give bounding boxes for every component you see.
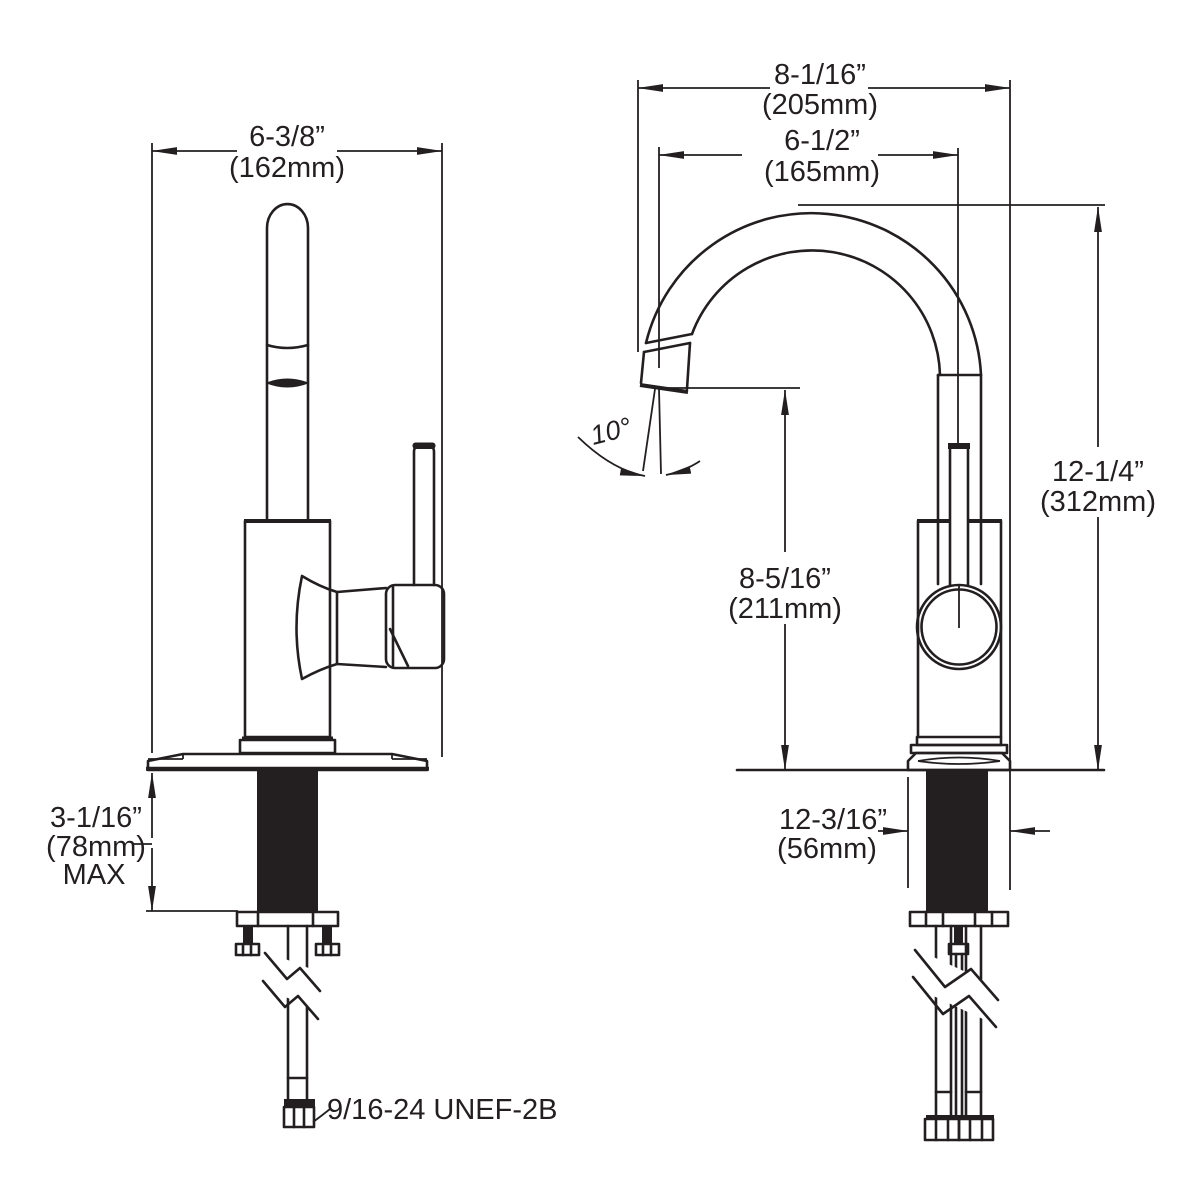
right-base	[735, 735, 1106, 772]
dim-height-mm: (312mm)	[1040, 486, 1156, 518]
left-handle	[295, 442, 446, 681]
dim-deck-mm: (78mm)	[46, 831, 146, 863]
gooseneck-spout	[639, 211, 983, 586]
right-body	[915, 519, 1003, 739]
handle-lever	[412, 442, 436, 587]
left-threaded-shank	[257, 771, 318, 911]
right-view-faucet	[639, 148, 1106, 1142]
dim-depth-mm: (205mm)	[762, 89, 878, 121]
dim-left-width-mm: (162mm)	[229, 152, 345, 184]
right-handle-stem	[948, 148, 970, 628]
dim-reach-mm: (165mm)	[764, 156, 880, 188]
handle-cone-joint	[295, 574, 339, 681]
dim-outlet-in: 8-5/16”	[739, 563, 831, 595]
dim-spout-angle: 10°	[577, 388, 701, 477]
right-supply-tubes	[911, 924, 1000, 1142]
dim-left-width: 6-3/8” (162mm)	[151, 121, 443, 757]
pipe-break-symbol	[263, 951, 322, 993]
dim-depth-in: 8-1/16”	[774, 59, 866, 91]
left-mounting-hardware	[234, 771, 341, 957]
right-threaded-shank	[926, 771, 988, 911]
handle-hub-outer	[915, 583, 1003, 671]
left-spout	[265, 202, 310, 523]
dim-outlet-mm: (211mm)	[728, 593, 842, 625]
dim-height-in: 12-1/4”	[1052, 456, 1144, 488]
dim-overall-depth: 8-1/16” (205mm)	[637, 59, 1011, 890]
dim-spout-reach: 6-1/2” (165mm)	[658, 125, 959, 368]
dim-base-mm: (56mm)	[777, 833, 877, 865]
spout-angle-label: 10°	[587, 412, 634, 451]
thread-label: 9/16-24 UNEF-2B	[327, 1094, 558, 1126]
dim-base-width: 12-3/16” (56mm)	[777, 777, 1050, 888]
dim-deck-max: MAX	[63, 859, 126, 891]
dim-reach-in: 6-1/2”	[784, 125, 860, 157]
left-base	[146, 736, 429, 772]
pipe-break-symbol	[913, 948, 1000, 1002]
dim-overall-height: 12-1/4” (312mm)	[798, 204, 1156, 771]
left-view-faucet	[146, 202, 446, 1129]
dim-base-in: 12-3/16”	[779, 804, 887, 836]
left-supply-tube	[261, 924, 324, 1129]
handle-base	[384, 583, 446, 670]
dim-deck-thickness: 3-1/16” (78mm) MAX	[46, 772, 238, 912]
right-mounting-hardware	[908, 771, 1010, 956]
dim-deck-in: 3-1/16”	[50, 802, 142, 834]
left-spout-outlet	[265, 378, 310, 388]
handle-hub-inner	[920, 588, 998, 666]
dim-spout-height: 8-5/16” (211mm)	[659, 387, 842, 771]
thread-callout: 9/16-24 UNEF-2B	[312, 1094, 558, 1126]
dim-left-width-in: 6-3/8”	[249, 121, 325, 153]
left-body	[243, 519, 332, 739]
